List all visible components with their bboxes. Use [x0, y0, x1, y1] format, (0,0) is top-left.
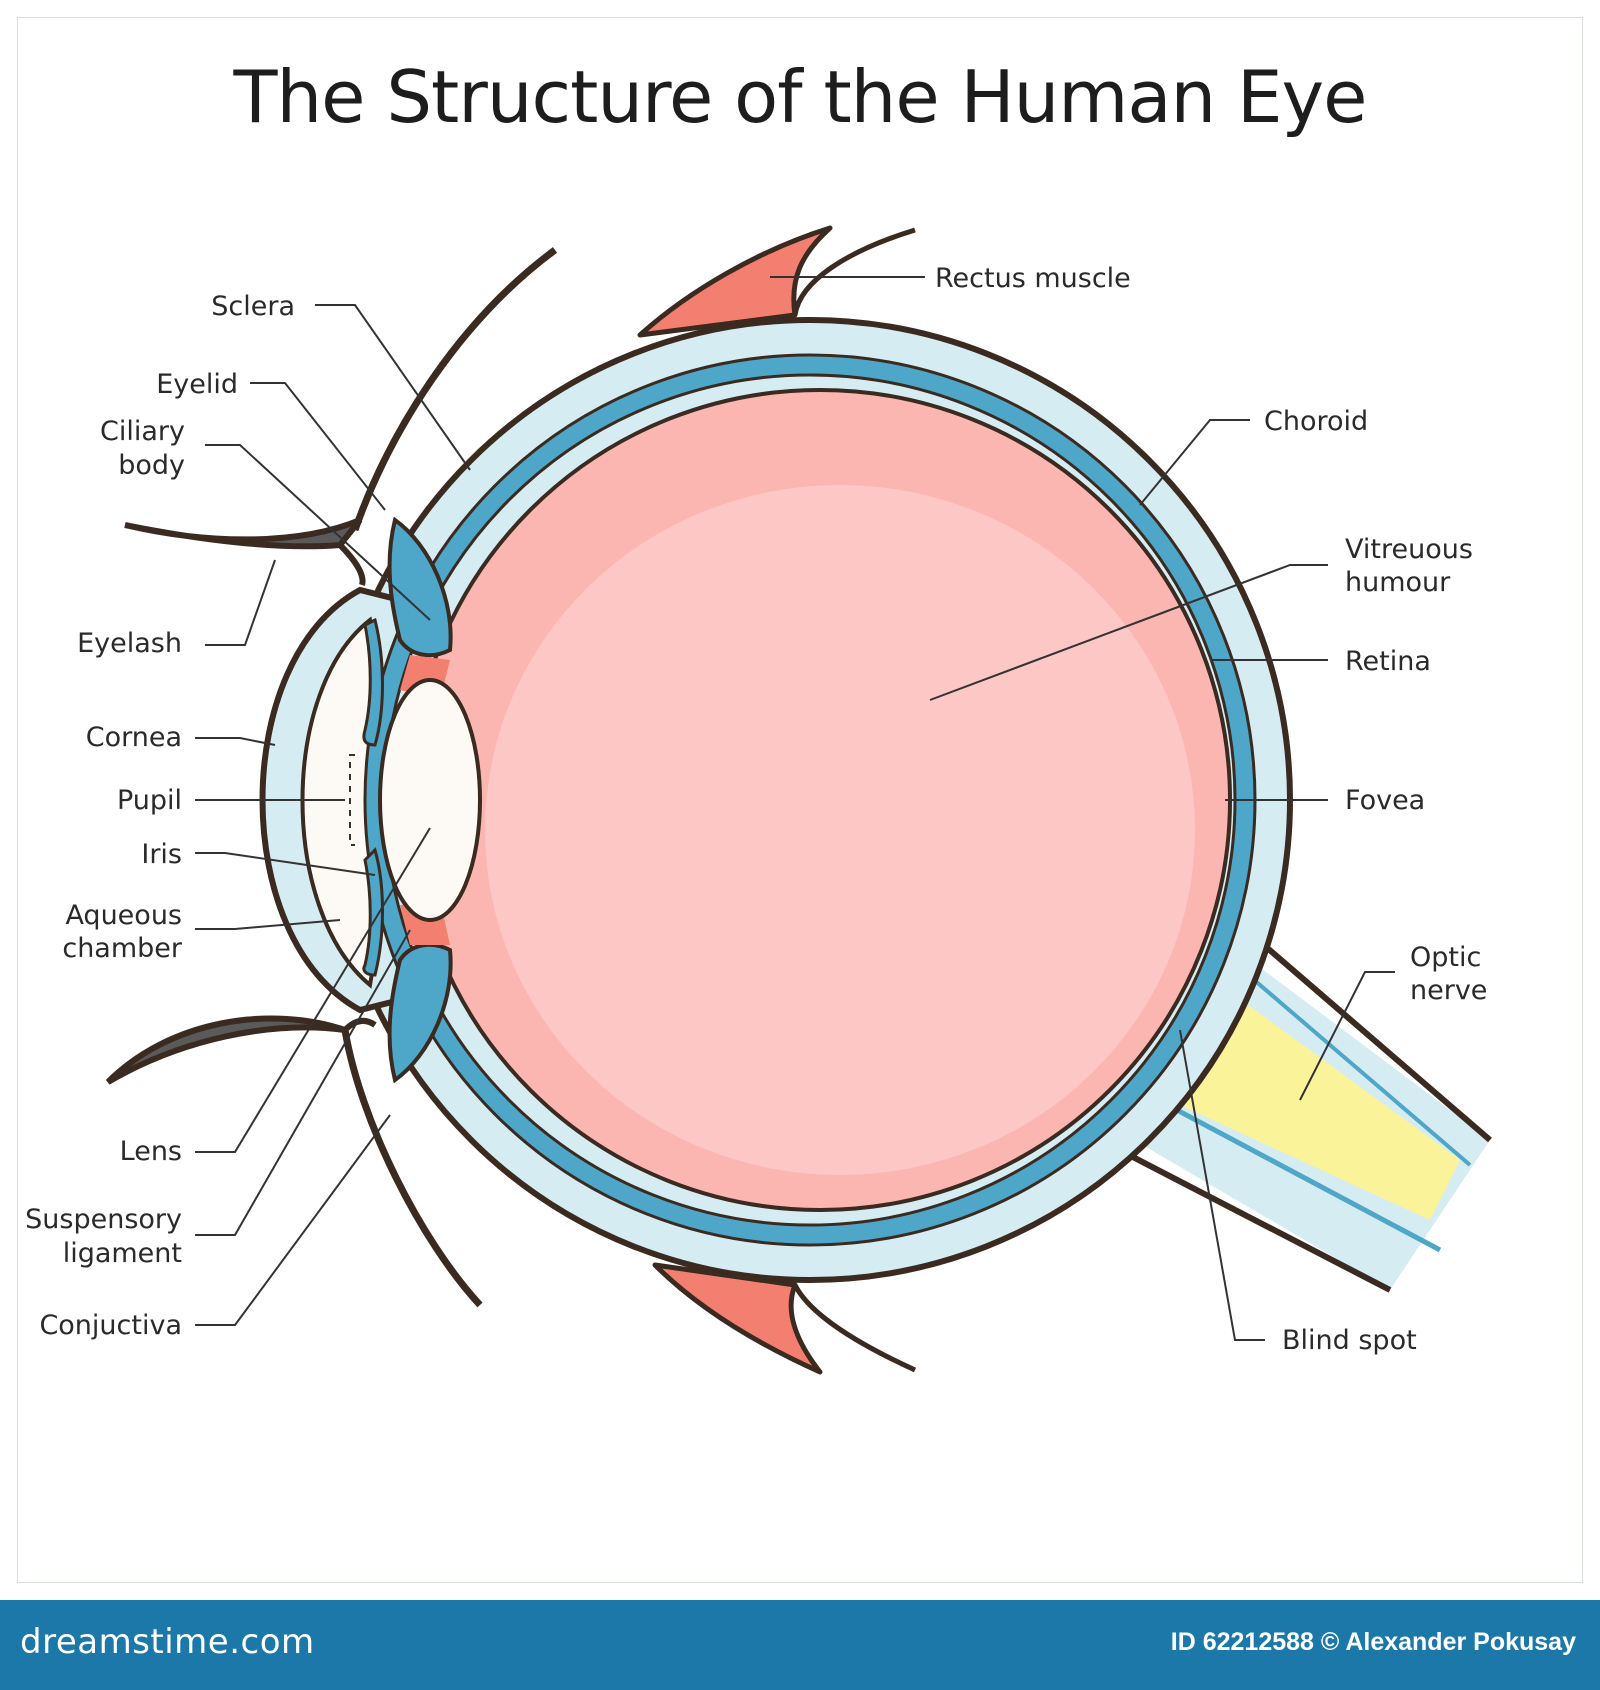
label-rectus-muscle: Rectus muscle	[935, 263, 1131, 294]
eye-diagram: Sclera Eyelid Ciliary body Eyelash Corne…	[25, 225, 1492, 1375]
label-optic-nerve-2: nerve	[1410, 975, 1487, 1006]
footer-credit: ID 62212588 © Alexander Pokusay	[1170, 1628, 1576, 1656]
label-lens: Lens	[120, 1136, 182, 1167]
label-iris: Iris	[141, 839, 182, 870]
label-vitreous-humour-1: Vitreuous	[1345, 534, 1473, 565]
label-ciliary-body-1: Ciliary	[100, 416, 185, 447]
label-sclera: Sclera	[211, 291, 295, 322]
label-blind-spot: Blind spot	[1282, 1325, 1417, 1356]
rectus-muscle-bottom	[652, 1262, 823, 1375]
label-aqueous-chamber-2: chamber	[62, 933, 183, 964]
diagram-title: The Structure of the Human Eye	[233, 55, 1368, 139]
footer-brand: dreamstime.com	[20, 1622, 315, 1662]
label-optic-nerve-1: Optic	[1410, 942, 1481, 973]
iris-bottom	[362, 847, 384, 977]
label-aqueous-chamber-1: Aqueous	[65, 900, 182, 931]
rectus-muscle-bottom-tendon	[792, 1283, 917, 1373]
lens	[378, 678, 482, 922]
label-vitreous-humour-2: humour	[1345, 567, 1451, 598]
eyelash-lower	[105, 1015, 346, 1085]
label-choroid: Choroid	[1264, 406, 1368, 437]
label-retina: Retina	[1345, 646, 1431, 677]
diagram-frame	[17, 17, 1583, 1583]
label-eyelid: Eyelid	[156, 369, 238, 400]
ciliary-body-top	[387, 516, 453, 658]
eyelid-lower	[341, 1029, 483, 1308]
pupil	[349, 754, 355, 846]
label-cornea: Cornea	[86, 722, 182, 753]
eyelash-upper	[124, 517, 363, 550]
rectus-muscle-top-tendon	[792, 227, 916, 316]
rectus-muscle-top	[637, 225, 833, 338]
eyelid-upper	[351, 247, 558, 532]
ciliary-body-bottom	[387, 942, 453, 1084]
label-pupil: Pupil	[117, 785, 182, 816]
label-suspensory-ligament-2: ligament	[63, 1238, 182, 1269]
label-suspensory-ligament-1: Suspensory	[25, 1204, 182, 1235]
iris-top	[362, 617, 384, 747]
footer-bar: dreamstime.com ID 62212588 © Alexander P…	[0, 1600, 1600, 1690]
label-ciliary-body-2: body	[118, 450, 185, 481]
label-eyelash: Eyelash	[77, 628, 182, 659]
label-conjunctiva: Conjuctiva	[39, 1310, 182, 1341]
label-fovea: Fovea	[1345, 785, 1425, 816]
